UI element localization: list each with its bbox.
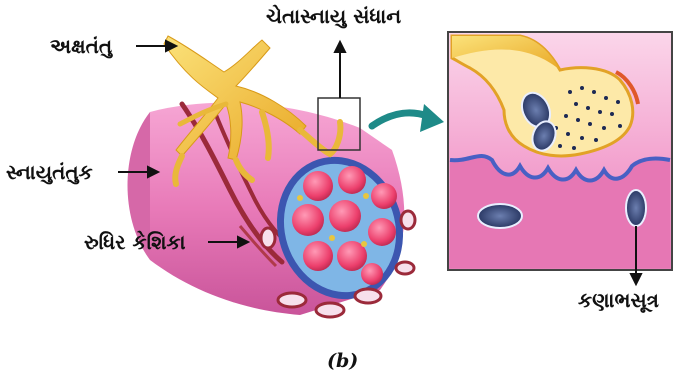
- neuromuscular-junction-label: ચેતાસ્નાયુ સંધાન: [266, 6, 401, 26]
- muscle-fiber-label: સ્નાયુતંતુક: [6, 162, 93, 182]
- axon-label: અક્ષતંતુ: [50, 36, 112, 56]
- figure-caption: (b): [327, 352, 358, 371]
- zoom-arrow: [372, 104, 444, 132]
- zoom-panel: [448, 32, 672, 270]
- mitochondria-label: કણાભસૂત્ર: [578, 290, 659, 310]
- blood-capillary-label: રુધિર કેશિકા: [84, 232, 186, 252]
